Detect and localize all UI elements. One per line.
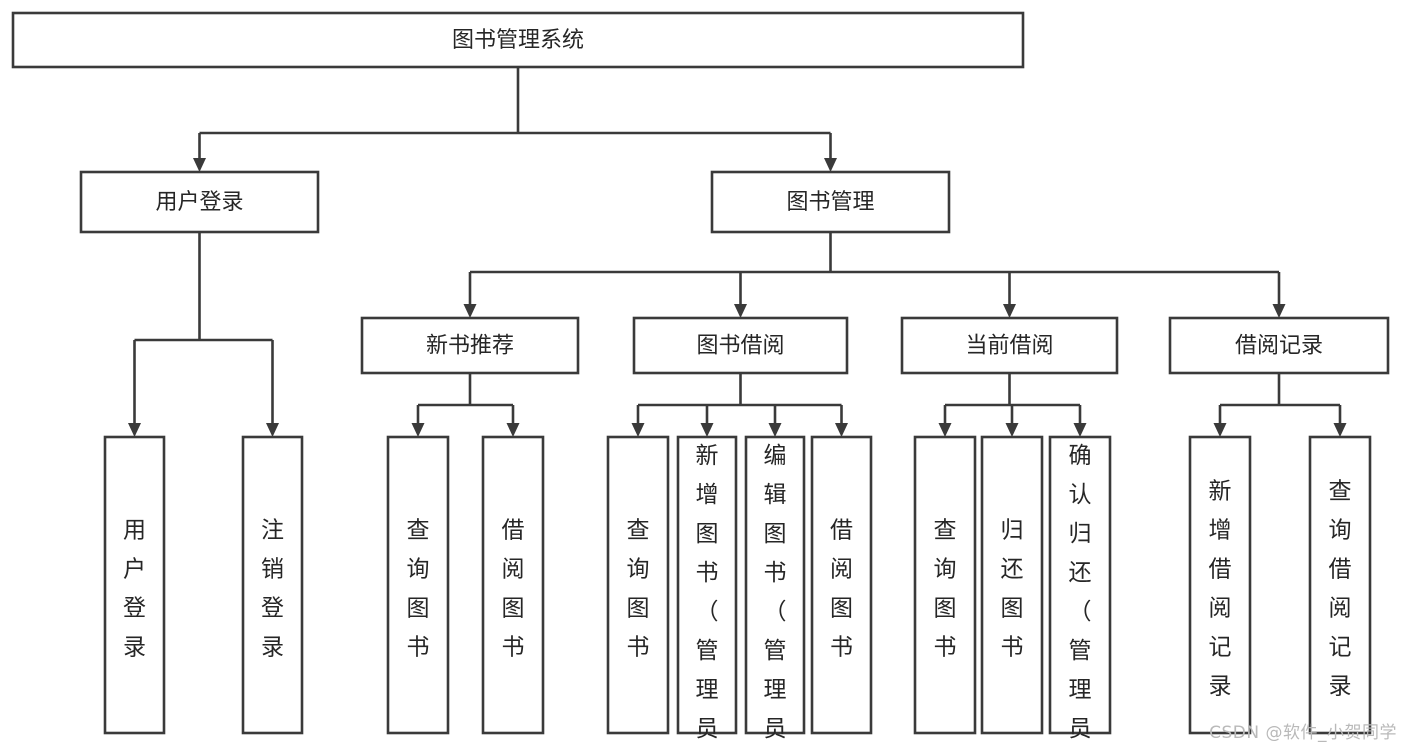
- node-leaf-leaf-confirm-return[interactable]: 确认归还（管理员）: [1048, 435, 1112, 747]
- node-box: [360, 316, 580, 375]
- node-box: [980, 435, 1044, 735]
- connector-arrow-head: [734, 304, 747, 318]
- connector-arrow-head: [768, 423, 782, 437]
- node-label: 借阅图书: [502, 517, 525, 660]
- node-label: 查询图书: [934, 517, 957, 660]
- node-root[interactable]: 图书管理系统: [11, 11, 1025, 69]
- connector-arrow-head: [1003, 304, 1016, 318]
- node-box: [1168, 316, 1390, 375]
- connector-arrow-head: [506, 423, 520, 437]
- node-label: 图书管理系统: [452, 28, 584, 53]
- node-box: [632, 316, 849, 375]
- node-level2-book-manage[interactable]: 图书管理: [710, 170, 951, 234]
- node-label: 图书管理: [786, 190, 874, 215]
- node-box: [1048, 435, 1112, 735]
- node-label: 归还图书: [1001, 517, 1024, 660]
- connector-arrow-head: [463, 304, 477, 318]
- node-leaf-leaf-edit-book[interactable]: 编辑图书（管理员）: [744, 435, 806, 747]
- connector-arrow-head: [1073, 423, 1087, 437]
- node-box: [676, 435, 738, 735]
- node-label: 新增借阅记录: [1209, 478, 1232, 699]
- csdn-watermark: CSDN @软件_小贺同学: [1209, 723, 1397, 743]
- node-box: [710, 170, 951, 234]
- node-box: [900, 316, 1119, 375]
- node-leaf-leaf-query-book-1[interactable]: 查询图书: [386, 435, 450, 735]
- node-label: 图书借阅: [696, 334, 784, 359]
- node-leaf-leaf-return-book[interactable]: 归还图书: [980, 435, 1044, 735]
- connector-arrow-head: [835, 423, 848, 437]
- connector-arrow-head: [1005, 423, 1019, 437]
- node-level3-current-borrow[interactable]: 当前借阅: [900, 316, 1119, 375]
- node-leaf-leaf-user-login[interactable]: 用户登录: [103, 435, 166, 735]
- node-leaf-leaf-borrow-book-2[interactable]: 借阅图书: [810, 435, 873, 735]
- connector-layer: [128, 67, 1347, 437]
- connector-arrow-head: [1272, 304, 1286, 318]
- node-leaf-leaf-borrow-book-1[interactable]: 借阅图书: [481, 435, 545, 735]
- node-leaf-leaf-add-record[interactable]: 新增借阅记录: [1188, 435, 1252, 735]
- node-label: 当前借阅: [965, 334, 1053, 359]
- node-box: [103, 435, 166, 735]
- node-box: [386, 435, 450, 735]
- node-level3-borrow-record[interactable]: 借阅记录: [1168, 316, 1390, 375]
- node-box: [606, 435, 670, 735]
- node-box: [481, 435, 545, 735]
- node-leaf-leaf-query-record[interactable]: 查询借阅记录: [1308, 435, 1372, 735]
- node-level3-new-book-recommend[interactable]: 新书推荐: [360, 316, 580, 375]
- node-level3-book-borrow[interactable]: 图书借阅: [632, 316, 849, 375]
- connector-arrow-head: [193, 158, 206, 172]
- node-leaf-leaf-query-book-3[interactable]: 查询图书: [913, 435, 977, 735]
- node-label: 借阅图书: [830, 517, 853, 660]
- connector-arrow-head: [1213, 423, 1227, 437]
- connector-arrow-head: [824, 158, 837, 172]
- connector-arrow-head: [700, 423, 714, 437]
- node-box: [744, 435, 806, 735]
- node-label: 用户登录: [155, 190, 243, 215]
- connector-arrow-head: [631, 423, 645, 437]
- connector-arrow-head: [1333, 423, 1347, 437]
- node-leaf-leaf-add-book[interactable]: 新增图书（管理员）: [676, 435, 738, 747]
- node-box: [810, 435, 873, 735]
- connector-arrow-head: [128, 423, 141, 437]
- node-label: 用户登录: [123, 517, 146, 660]
- connector-arrow-head: [411, 423, 425, 437]
- node-label: 新书推荐: [426, 334, 514, 359]
- node-label: 确认归还（管理员）: [1069, 443, 1092, 747]
- connector-arrow-head: [938, 423, 952, 437]
- node-label: 编辑图书（管理员）: [764, 443, 787, 747]
- node-label: 查询借阅记录: [1329, 478, 1352, 699]
- node-box: [913, 435, 977, 735]
- node-label: 新增图书（管理员）: [696, 443, 719, 747]
- node-label: 借阅记录: [1235, 334, 1323, 359]
- node-label: 查询图书: [627, 517, 650, 660]
- node-label: 注销登录: [261, 517, 284, 660]
- node-box: [79, 170, 320, 234]
- connector-arrow-head: [266, 423, 279, 437]
- node-leaf-leaf-user-logout[interactable]: 注销登录: [241, 435, 304, 735]
- node-box: [1188, 435, 1252, 735]
- node-box: [1308, 435, 1372, 735]
- node-box: [241, 435, 304, 735]
- node-layer: 图书管理系统用户登录图书管理新书推荐图书借阅当前借阅借阅记录用户登录注销登录查询…: [11, 11, 1390, 747]
- node-label: 查询图书: [407, 517, 430, 660]
- node-level2-user-login[interactable]: 用户登录: [79, 170, 320, 234]
- node-box: [11, 11, 1025, 69]
- node-leaf-leaf-query-book-2[interactable]: 查询图书: [606, 435, 670, 735]
